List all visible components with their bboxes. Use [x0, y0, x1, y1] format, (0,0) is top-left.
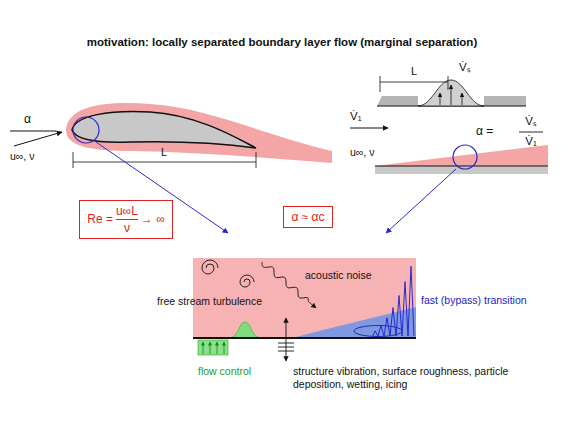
flow-control-device — [198, 340, 228, 355]
flow-control-device — [217, 342, 218, 354]
airfoil-sketch — [72, 112, 256, 148]
flow-rate: V̇₁ — [350, 109, 362, 123]
turbulence-eddy — [202, 260, 254, 287]
turbulence-eddy — [202, 260, 218, 274]
denominator: ν — [124, 221, 130, 235]
fraction: u∞L ν — [116, 204, 138, 235]
fraction-bar — [519, 132, 543, 133]
dimension-line — [73, 162, 256, 163]
suction-slot-sketch — [484, 96, 526, 106]
suction-slot-sketch — [377, 96, 418, 106]
flow-control-device — [198, 340, 228, 355]
airfoil-sketch — [66, 103, 332, 163]
dimension-line — [380, 76, 381, 92]
flat-plate-sketch — [453, 145, 477, 169]
fraction-bar — [519, 132, 543, 133]
fraction-bar — [116, 219, 138, 220]
transition-label: fast (bypass) transition — [421, 294, 527, 307]
turbulence-eddy — [240, 275, 254, 287]
suction-slot-sketch — [418, 80, 484, 106]
control-label: flow control — [198, 365, 251, 378]
flat-plate-sketch — [375, 145, 548, 166]
flat-plate-sketch — [375, 166, 548, 174]
title: motivation: locally separated boundary l… — [87, 35, 477, 49]
condition-box: α ≈ αc — [283, 206, 332, 228]
acoustic-wave-arrow — [262, 262, 316, 308]
freestream-arrow — [10, 131, 62, 146]
box-text: Re = — [87, 212, 113, 226]
boundary-layer-panel — [228, 322, 262, 338]
condition-box: Re =u∞L ν → ∞ — [79, 200, 172, 239]
airfoil-sketch — [73, 117, 99, 143]
suction-slot-sketch — [440, 93, 441, 105]
dimension-line — [448, 76, 449, 90]
freestream-arrow — [14, 132, 62, 146]
disturbance-label: acoustic noise — [305, 269, 372, 282]
flat-plate-sketch — [350, 128, 388, 129]
dimension-line — [73, 152, 74, 168]
zoom-arrow — [96, 142, 456, 233]
zoom-arrow — [386, 169, 456, 233]
vibration-symbol — [278, 318, 294, 361]
flat-plate-sketch — [375, 165, 548, 166]
disturbance-label: structure vibration, surface roughness, … — [293, 365, 515, 391]
airfoil-sketch — [66, 103, 332, 163]
length-dimension: L — [411, 65, 417, 79]
denominator: V̇₁ — [525, 134, 537, 148]
vibration-symbol — [286, 318, 287, 340]
suction-slot-sketch — [462, 93, 463, 105]
angle-symbol: α — [24, 112, 31, 127]
suction-slot-sketch — [451, 85, 452, 105]
disturbance-label: free stream turbulence — [157, 295, 262, 308]
boundary-layer-panel — [193, 337, 416, 339]
freestream-arrow — [10, 131, 56, 132]
vibration-symbol — [278, 347, 294, 348]
suction-slot-sketch — [377, 80, 526, 106]
flow-parameter: u∞, ν — [10, 150, 34, 163]
flow-control-device — [224, 342, 225, 354]
length-dimension: L — [161, 146, 167, 160]
box-text: → ∞ — [141, 212, 165, 226]
vibration-symbol — [278, 351, 294, 352]
flat-plate-sketch — [350, 128, 548, 174]
formula-lhs: α = — [476, 124, 493, 139]
box-text: α ≈ αc — [291, 210, 324, 224]
flow-control-device — [203, 342, 204, 354]
flow-parameter: u∞, ν — [350, 146, 374, 159]
dimension-line — [380, 82, 448, 83]
zoom-arrow — [96, 142, 228, 233]
flow-control-device — [210, 342, 211, 354]
dimension-line — [256, 152, 257, 168]
numerator: u∞L — [116, 204, 138, 218]
dimension-line — [380, 76, 448, 92]
suction-rate: V̇ₛ — [459, 60, 471, 74]
numerator: V̇ₛ — [525, 114, 537, 128]
vibration-symbol — [278, 343, 294, 344]
boundary-layer-panel — [372, 266, 414, 338]
